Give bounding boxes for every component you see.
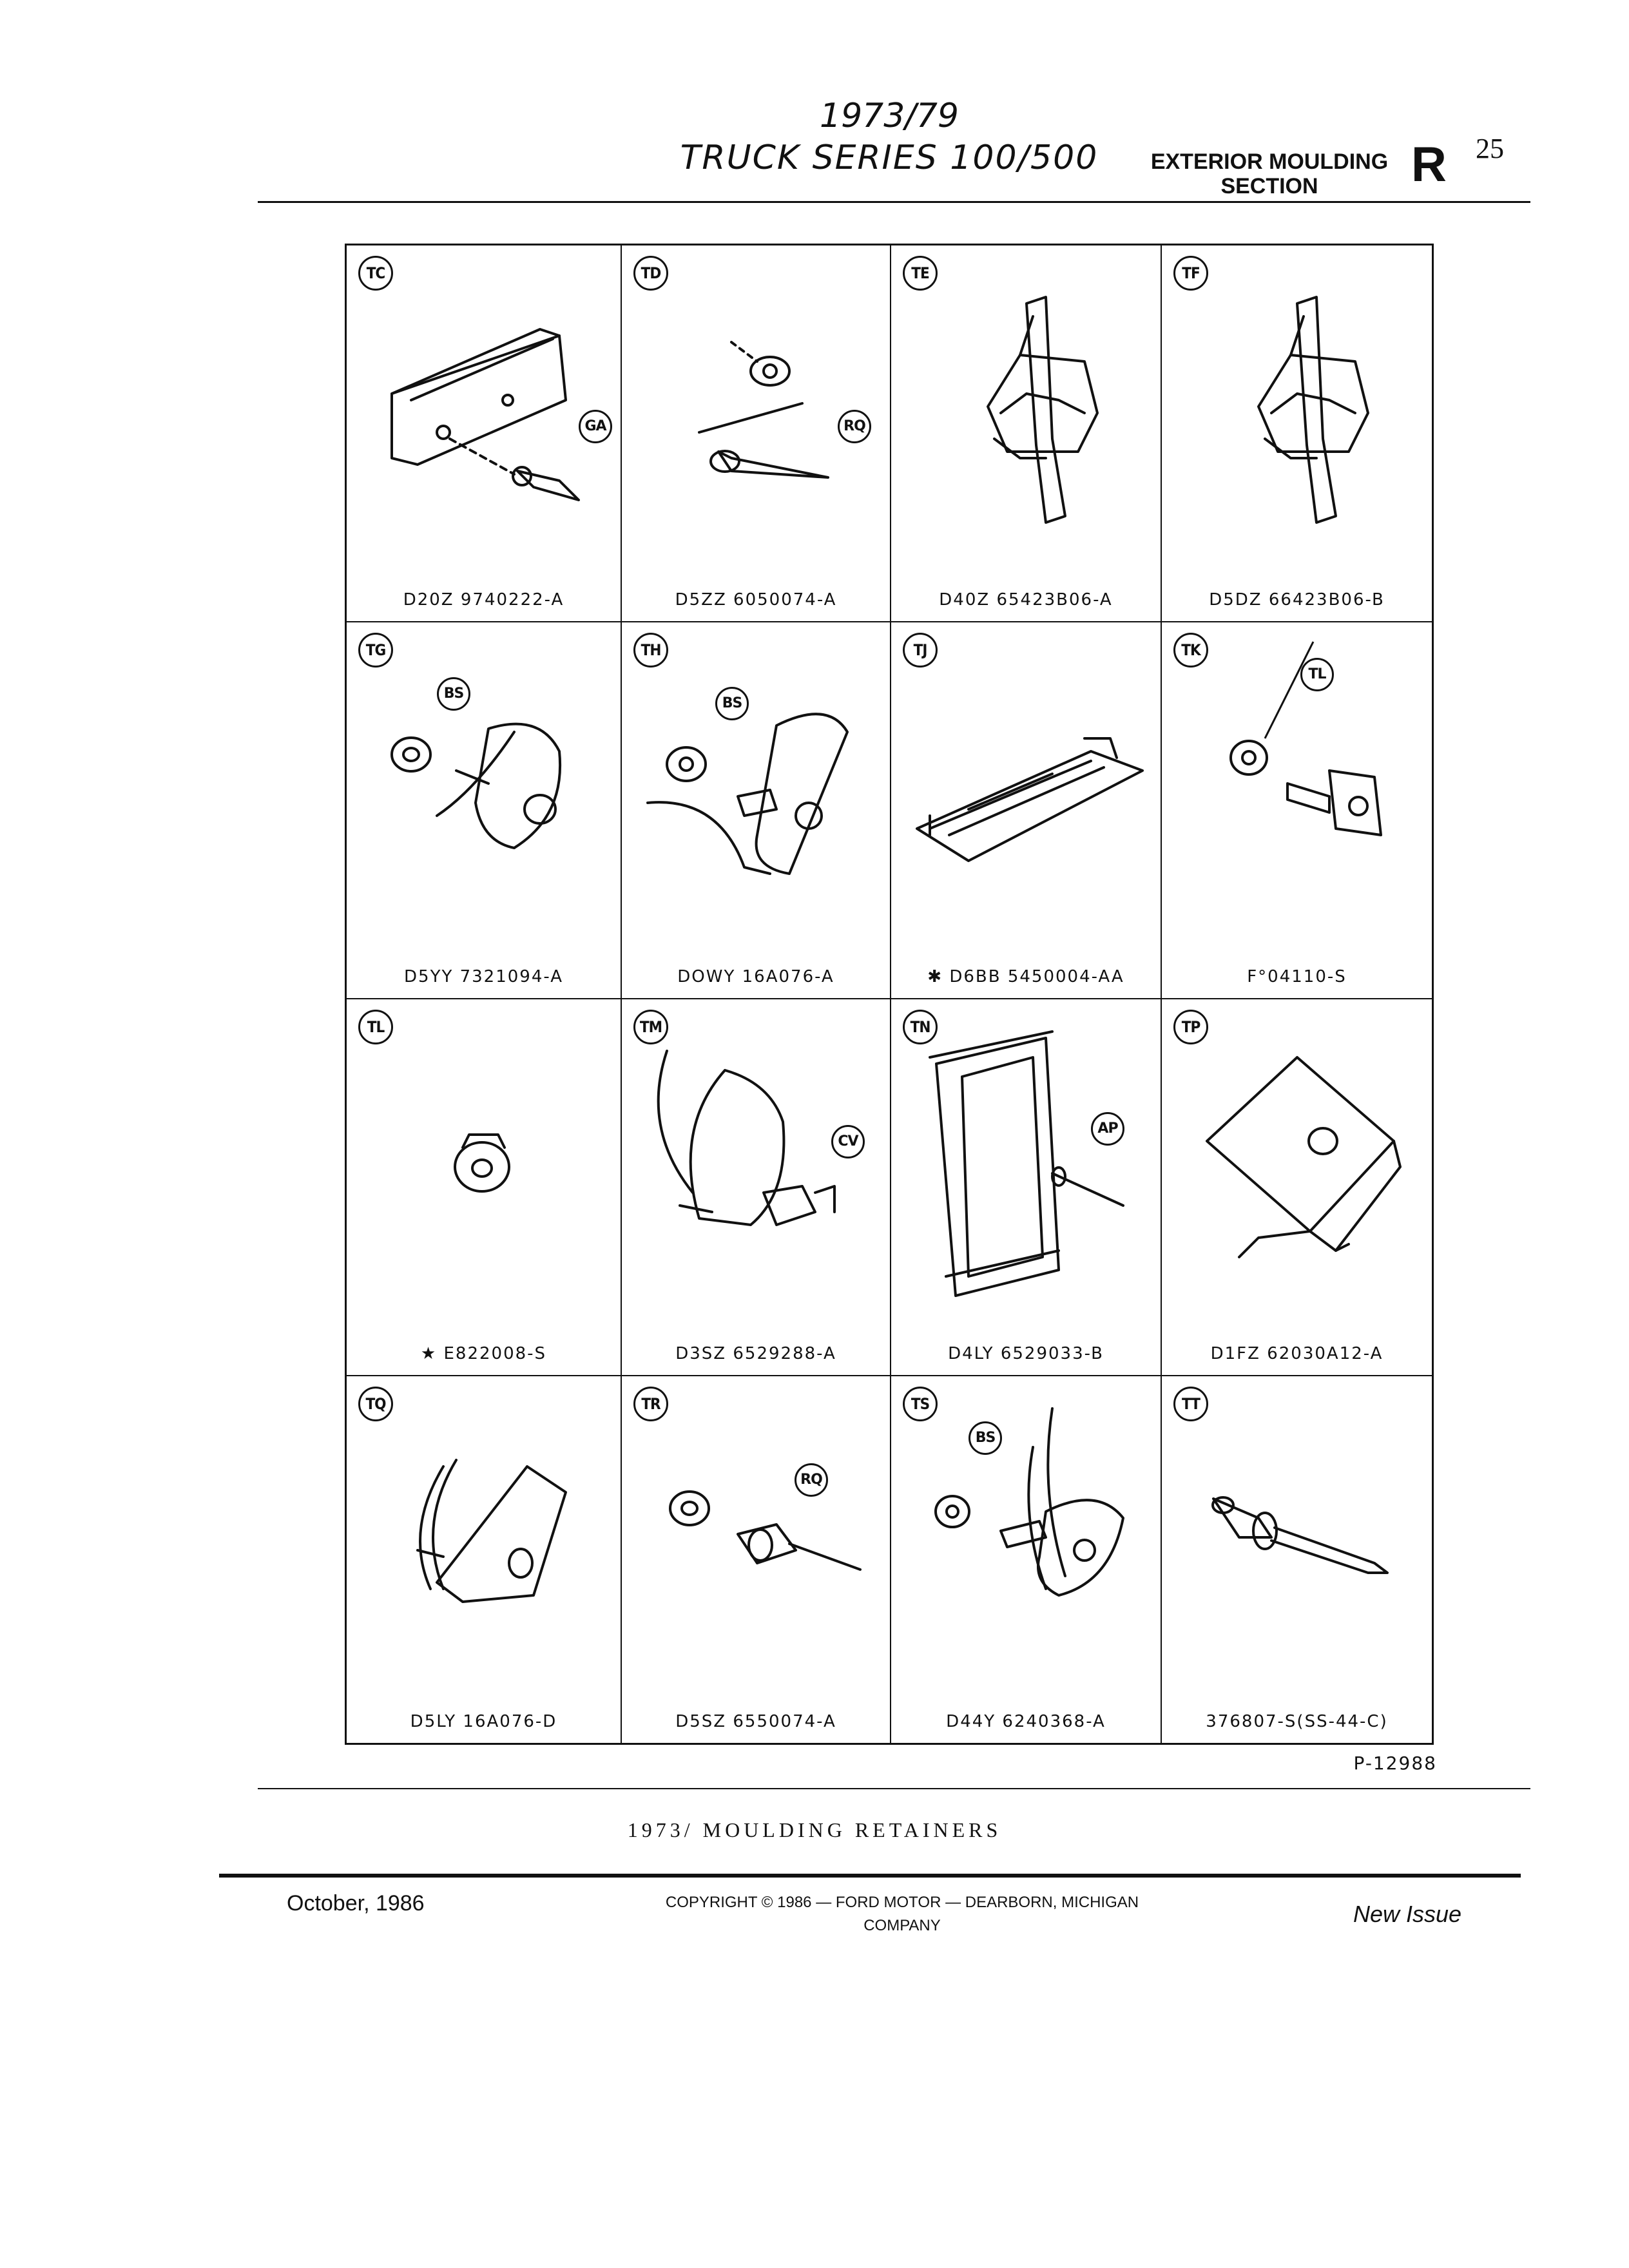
part-number: D3SZ 6529288-A bbox=[675, 1344, 836, 1363]
section-title-line2: SECTION bbox=[1220, 174, 1318, 198]
part-illustration bbox=[1257, 296, 1369, 524]
part-cell-tc: TC GA D20Z 9740222-A bbox=[347, 245, 622, 622]
part-number: D44Y 6240368-A bbox=[946, 1712, 1106, 1731]
section-title: EXTERIOR MOULDING SECTION bbox=[1134, 149, 1405, 198]
part-number: D4LY 6529033-B bbox=[948, 1344, 1104, 1363]
part-illustration bbox=[698, 341, 829, 479]
part-cell-tr: TR RQ D5SZ 6550074-A bbox=[622, 1376, 891, 1743]
callout-badge: CV bbox=[831, 1125, 865, 1158]
part-cell-te: TE D40Z 65423B06-A bbox=[891, 245, 1162, 622]
part-number: 376807-S(SS-44-C) bbox=[1206, 1712, 1388, 1731]
page-footer-title: 1973/ MOULDING RETAINERS bbox=[627, 1818, 1002, 1841]
part-number: D5SZ 6550074-A bbox=[675, 1712, 836, 1731]
callout-badge: BS bbox=[969, 1421, 1002, 1455]
part-number: D40Z 65423B06-A bbox=[939, 590, 1113, 610]
section-title-line1: EXTERIOR MOULDING bbox=[1150, 149, 1389, 174]
part-number: D20Z 9740222-A bbox=[403, 590, 564, 610]
footer-copyright: COPYRIGHT © 1986 — FORD MOTOR — DEARBORN… bbox=[580, 1891, 1224, 1937]
part-number: D5LY 16A076-D bbox=[410, 1712, 557, 1731]
illustration-reference: P-12988 bbox=[1353, 1753, 1437, 1774]
part-code-badge: TL bbox=[358, 1010, 393, 1044]
part-cell-th: TH BS DOWY 16A076-A bbox=[622, 622, 891, 999]
part-cell-tm: TM CV D3SZ 6529288-A bbox=[622, 999, 891, 1376]
header-year: 1973/79 bbox=[819, 97, 959, 135]
part-code-badge: TD bbox=[633, 256, 668, 291]
part-illustration bbox=[1206, 1056, 1402, 1258]
part-number: D5ZZ 6050074-A bbox=[675, 590, 837, 610]
callout-badge: TL bbox=[1300, 658, 1334, 691]
part-illustration bbox=[1211, 1496, 1389, 1574]
section-letter: R bbox=[1411, 137, 1447, 192]
part-illustration bbox=[934, 1407, 1124, 1597]
callout-badge: RQ bbox=[795, 1463, 828, 1497]
part-illustration bbox=[454, 1133, 510, 1193]
part-illustration bbox=[1229, 641, 1382, 836]
part-illustration bbox=[929, 1030, 1124, 1297]
part-cell-tl: TL ★ E822008-S bbox=[347, 999, 622, 1376]
footer-rule-lower bbox=[219, 1874, 1521, 1878]
part-cell-tn: TN AP D4LY 6529033-B bbox=[891, 999, 1162, 1376]
part-cell-ts: TS BS D44Y 6240368-A bbox=[891, 1376, 1162, 1743]
part-illustration bbox=[390, 722, 562, 849]
footer-rule-upper bbox=[258, 1788, 1530, 1789]
part-illustration bbox=[416, 1459, 567, 1603]
callout-badge: RQ bbox=[838, 410, 871, 443]
part-code-badge: TE bbox=[903, 256, 938, 291]
footer-date: October, 1986 bbox=[287, 1891, 425, 1916]
part-number: D1FZ 62030A12-A bbox=[1210, 1344, 1383, 1363]
part-code-badge: TH bbox=[633, 633, 668, 668]
part-number: D5DZ 66423B06-B bbox=[1209, 590, 1385, 610]
part-number: ✱ D6BB 5450004-AA bbox=[927, 967, 1124, 986]
parts-grid: TC GA D20Z 9740222-A TD RQ D5ZZ 6050074-A TE D4… bbox=[345, 244, 1434, 1745]
part-code-badge: TM bbox=[633, 1010, 668, 1044]
part-illustration bbox=[646, 713, 849, 875]
part-number: DOWY 16A076-A bbox=[677, 967, 834, 986]
callout-badge: BS bbox=[437, 677, 470, 711]
part-cell-tg: TG BS D5YY 7321094-A bbox=[347, 622, 622, 999]
part-cell-tk: TK TL F°04110-S bbox=[1162, 622, 1432, 999]
part-code-badge: TF bbox=[1173, 256, 1208, 291]
header-rule bbox=[258, 201, 1530, 203]
part-code-badge: TP bbox=[1173, 1010, 1208, 1044]
part-illustration bbox=[987, 296, 1099, 524]
footer-issue: New Issue bbox=[1353, 1901, 1462, 1927]
part-code-badge: TS bbox=[903, 1387, 938, 1421]
header-series: TRUCK SERIES 100/500 bbox=[680, 139, 1099, 177]
callout-badge: BS bbox=[715, 687, 749, 720]
copyright-line1: COPYRIGHT © 1986 — FORD MOTOR — DEARBORN… bbox=[665, 1894, 1139, 1911]
callout-badge: GA bbox=[579, 410, 612, 443]
part-cell-tj: TJ ✱ D6BB 5450004-AA bbox=[891, 622, 1162, 999]
part-code-badge: TK bbox=[1173, 633, 1208, 668]
part-illustration bbox=[657, 1050, 836, 1226]
part-code-badge: TQ bbox=[358, 1387, 393, 1421]
part-cell-tf: TF D5DZ 66423B06-B bbox=[1162, 245, 1432, 622]
part-number: ★ E822008-S bbox=[420, 1344, 547, 1363]
part-number: F°04110-S bbox=[1247, 967, 1347, 986]
copyright-line2: COMPANY bbox=[863, 1917, 941, 1934]
part-code-badge: TG bbox=[358, 633, 393, 668]
part-cell-tp: TP D1FZ 62030A12-A bbox=[1162, 999, 1432, 1376]
part-number: D5YY 7321094-A bbox=[404, 967, 563, 986]
part-cell-tt: TT 376807-S(SS-44-C) bbox=[1162, 1376, 1432, 1743]
part-code-badge: TJ bbox=[903, 633, 938, 668]
part-code-badge: TT bbox=[1173, 1387, 1208, 1421]
part-illustration bbox=[669, 1490, 862, 1571]
callout-badge: AP bbox=[1091, 1112, 1124, 1146]
page-number: 25 bbox=[1476, 133, 1504, 164]
part-cell-td: TD RQ D5ZZ 6050074-A bbox=[622, 245, 891, 622]
part-code-badge: TC bbox=[358, 256, 393, 291]
part-cell-tq: TQ D5LY 16A076-D bbox=[347, 1376, 622, 1743]
part-code-badge: TR bbox=[633, 1387, 668, 1421]
part-code-badge: TN bbox=[903, 1010, 938, 1044]
part-illustration bbox=[390, 328, 580, 501]
part-illustration bbox=[916, 737, 1144, 862]
